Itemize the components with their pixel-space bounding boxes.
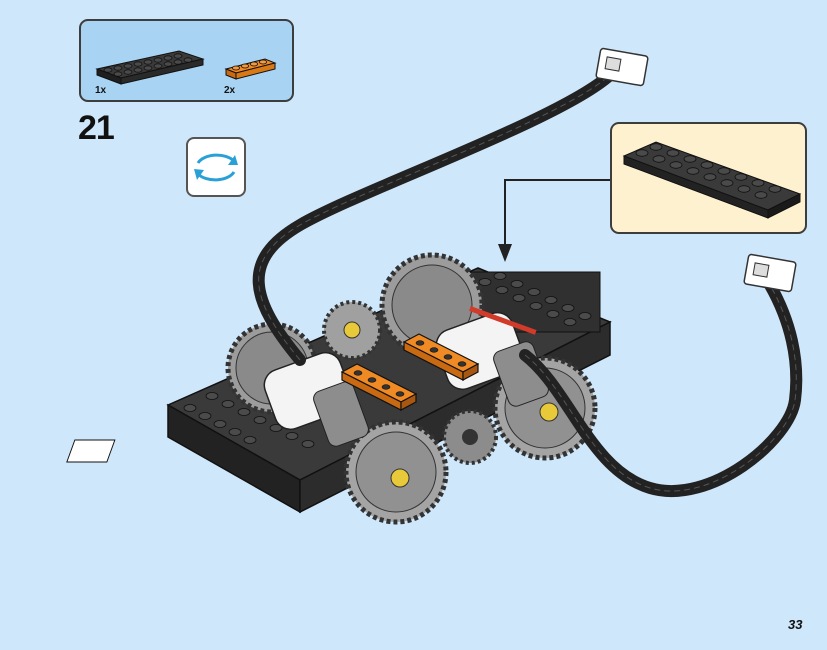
page-number: 33	[788, 617, 803, 632]
black-plate-2x8-icon	[622, 141, 802, 219]
cable-left	[252, 69, 616, 366]
gear-front-left	[343, 419, 449, 525]
rotate-hint-box	[186, 137, 246, 197]
callout-box	[610, 122, 807, 234]
parts-list-graphics	[95, 50, 277, 85]
placement-arrow	[498, 179, 610, 262]
gear-back-center	[322, 300, 382, 360]
gear-front-small	[442, 409, 498, 465]
frame-studs	[183, 272, 592, 448]
cable-connector-right	[743, 253, 797, 293]
part-quantity-black-plate: 1x	[95, 85, 107, 96]
black-plate-2x8-icon	[95, 50, 205, 85]
rotate-model-icon	[194, 153, 238, 182]
cable-right	[519, 279, 803, 497]
orange-plate-1x4-icon	[224, 58, 277, 80]
step-number: 21	[78, 109, 115, 147]
part-quantity-orange-plate: 2x	[224, 85, 236, 96]
callout-plate-graphic	[622, 141, 802, 219]
parts-list-box: 1x 2x	[79, 19, 294, 102]
orange-plate-left	[340, 363, 418, 411]
cable-connector-left	[595, 47, 649, 87]
orange-plate-right	[402, 333, 480, 381]
